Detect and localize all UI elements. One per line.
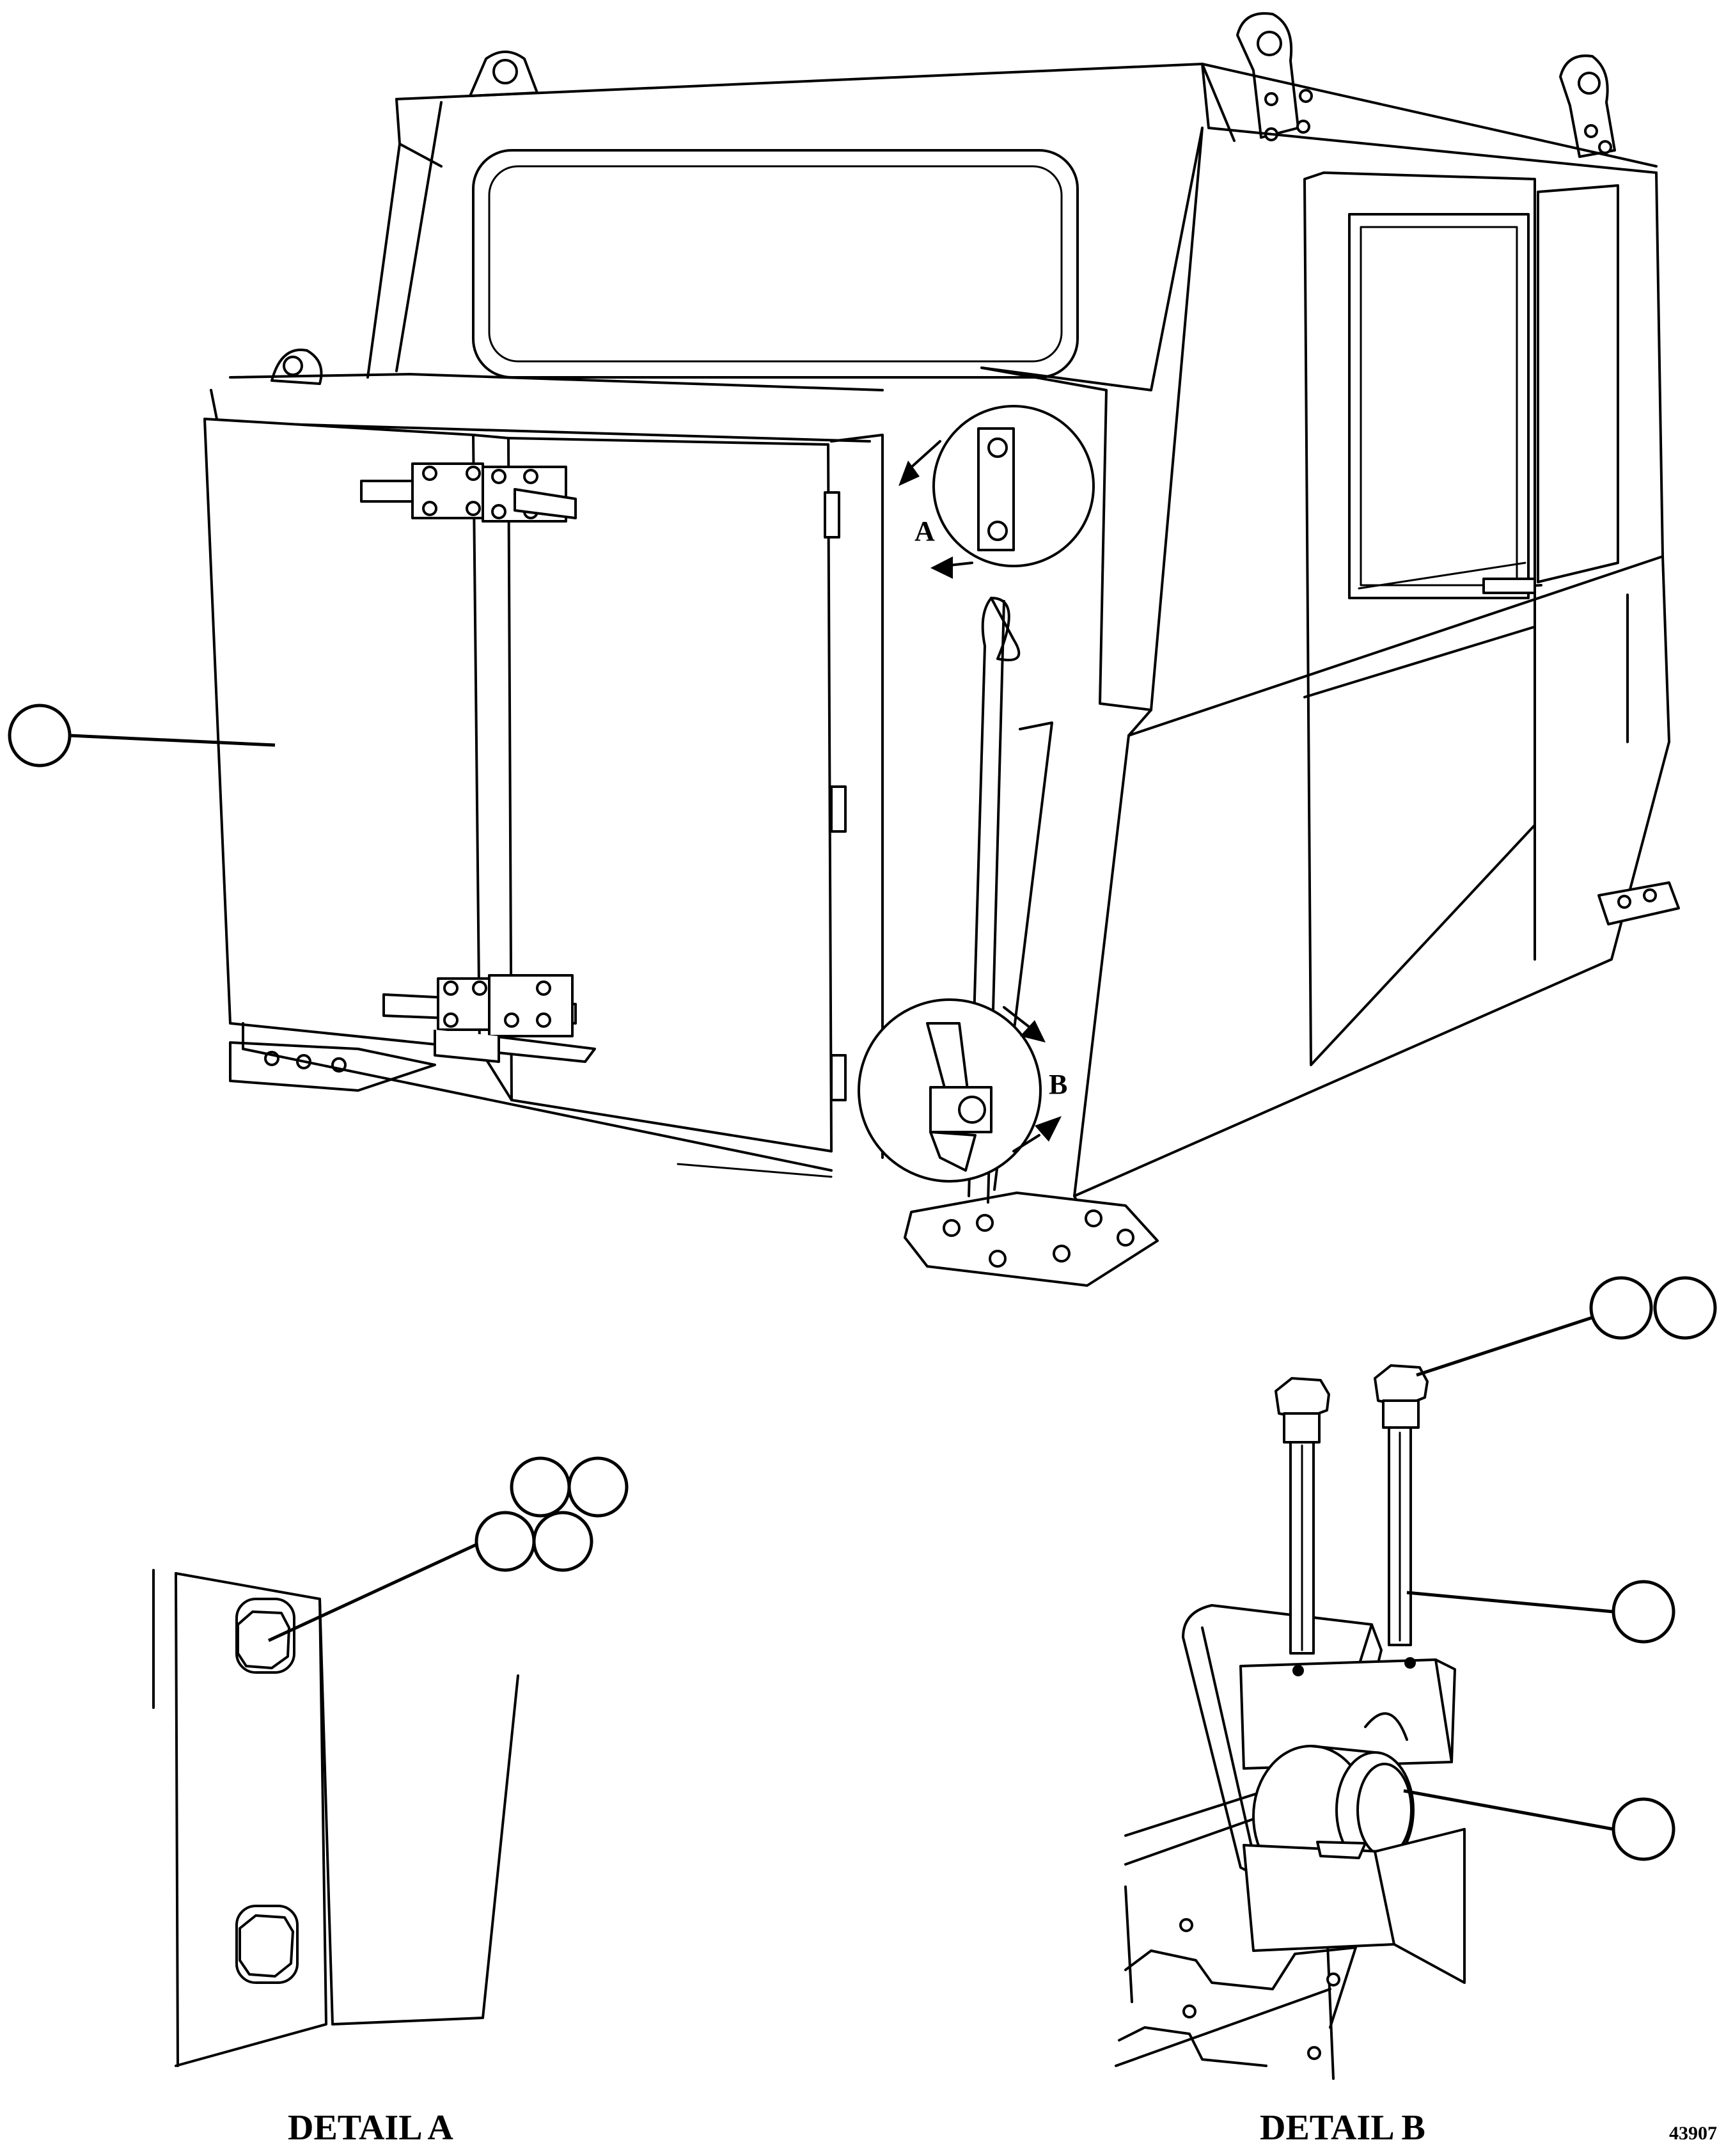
lower-latch-assembly (382, 974, 596, 1063)
rear-window (472, 149, 1079, 379)
detail-b-lower-clamp (1243, 1828, 1466, 1984)
cab-upper-body (980, 127, 1664, 737)
detail-b-callouts (1403, 1276, 1717, 1861)
detail-b-circle: B (858, 998, 1067, 1183)
detail-b-view: DETAIL B (1115, 1276, 1717, 2148)
detail-a-view: DETAIL A (152, 1456, 629, 2148)
detail-a-callouts (267, 1456, 629, 1642)
callout-main (8, 704, 276, 767)
cab-lower-body (993, 555, 1670, 1223)
detail-b-marker: B (1049, 1069, 1067, 1100)
detail-a-circle: A (898, 405, 1095, 579)
detail-a-lower-bolt (235, 1905, 299, 1984)
upper-latch-assembly (360, 462, 577, 523)
door-panels (203, 373, 884, 1178)
detail-b-upper-clamp (1239, 1657, 1456, 1770)
detail-a-marker: A (914, 515, 935, 547)
side-door (1303, 171, 1619, 1066)
figure-number: 43907 (1669, 2123, 1717, 2144)
detail-b-bolts (1275, 1364, 1429, 1655)
main-view-cab: A B (8, 12, 1680, 1287)
mounting-feet (229, 881, 1680, 1287)
cab-roof (366, 63, 1658, 379)
detail-a-upper-bolt (235, 1598, 295, 1674)
detail-b-title: DETAIL B (1260, 2108, 1425, 2148)
detail-a-title: DETAIL A (288, 2108, 453, 2148)
